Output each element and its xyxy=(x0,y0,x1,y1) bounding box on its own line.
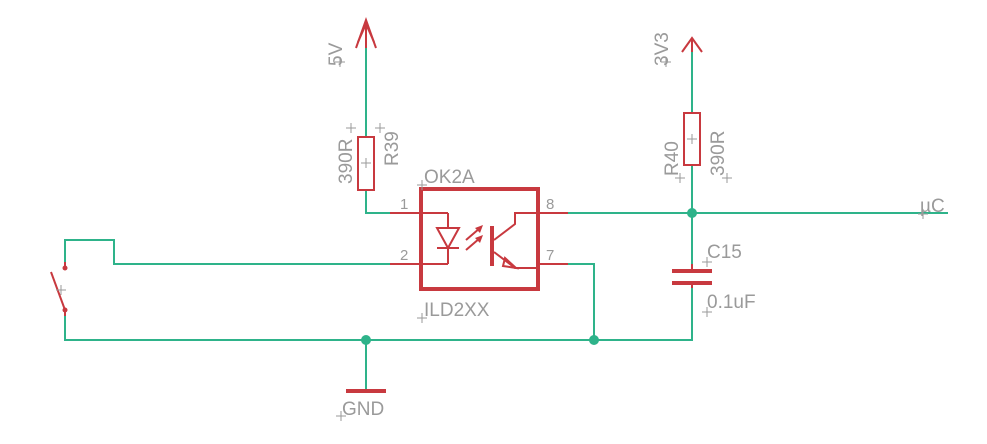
uc-net-label: µC xyxy=(918,196,945,219)
wire-r39-to-pin1 xyxy=(365,190,420,214)
wire-pin7-to-gnd xyxy=(540,263,595,340)
wire-pin2-to-switch xyxy=(64,239,420,265)
supply-5v-label: 5V xyxy=(326,42,347,66)
junction-gnd-node xyxy=(361,335,371,345)
r40-ref: R40 xyxy=(662,141,683,176)
gnd-symbol: GND xyxy=(336,389,386,421)
optocoupler-ok2a: 1 2 8 7 OK2A ILD2XX xyxy=(390,167,568,323)
gnd-label: GND xyxy=(342,399,384,420)
r39-ref: R39 xyxy=(382,131,403,166)
c15-ref: C15 xyxy=(707,242,742,263)
supply-3v3-symbol: 3V3 xyxy=(652,32,703,67)
optocoupler-value: ILD2XX xyxy=(424,300,490,321)
pin-number-2: 2 xyxy=(400,247,408,264)
r40-value: 390R xyxy=(708,131,729,176)
resistor-r39: 390R R39 xyxy=(336,123,403,191)
optocoupler-ref: OK2A xyxy=(424,167,475,188)
pin-number-8: 8 xyxy=(546,196,554,213)
capacitor-c15: C15 0.1uF xyxy=(672,242,756,317)
junction-uc-node xyxy=(687,208,697,218)
pin-number-7: 7 xyxy=(546,247,554,264)
c15-value: 0.1uF xyxy=(707,292,756,313)
pin-number-1: 1 xyxy=(400,196,408,213)
wire-gnd-bus xyxy=(64,288,693,341)
r39-value: 390R xyxy=(336,139,357,184)
wires xyxy=(64,48,948,390)
supply-3v3-label: 3V3 xyxy=(652,32,673,66)
uc-label: µC xyxy=(920,196,945,217)
supply-5v-symbol: 5V xyxy=(326,17,377,67)
switch-symbol xyxy=(50,262,68,316)
junction-pin7-gnd xyxy=(589,335,599,345)
resistor-r40: R40 390R xyxy=(662,112,732,183)
